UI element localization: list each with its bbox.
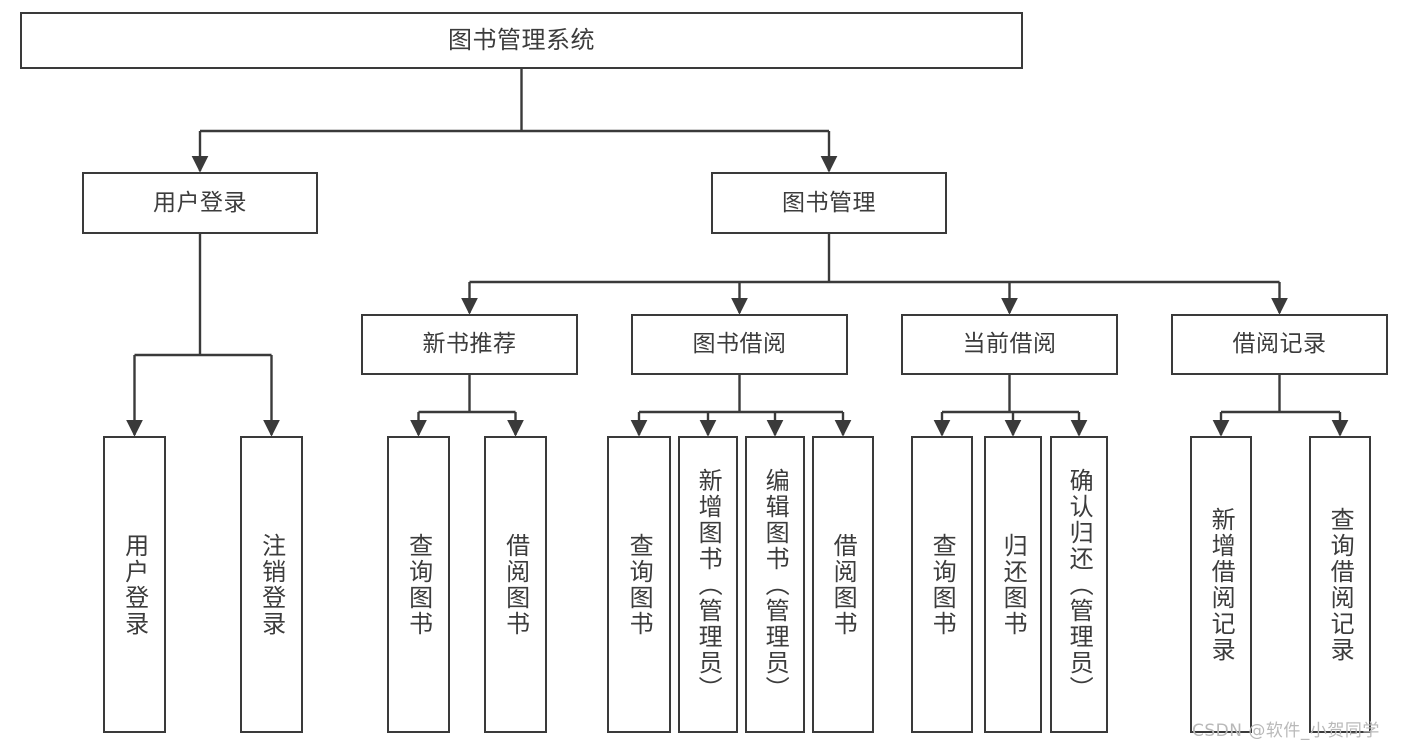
node-label: 借阅图书 — [829, 532, 858, 637]
node-leaf-add-record[interactable]: 新增借阅记录 — [1190, 436, 1252, 733]
node-book-borrow[interactable]: 图书借阅 — [631, 314, 848, 375]
node-leaf-confirm-return[interactable]: 确认归还（管理员） — [1050, 436, 1108, 733]
node-label: 查询图书 — [404, 532, 433, 637]
node-leaf-borrow-book-1[interactable]: 借阅图书 — [484, 436, 547, 733]
node-label: 用户登录 — [120, 532, 149, 637]
node-current-borrow[interactable]: 当前借阅 — [901, 314, 1118, 375]
node-new-book-recommend[interactable]: 新书推荐 — [361, 314, 578, 375]
node-user-login[interactable]: 用户登录 — [82, 172, 318, 234]
node-leaf-query-book-2[interactable]: 查询图书 — [607, 436, 671, 733]
node-leaf-edit-book[interactable]: 编辑图书（管理员） — [745, 436, 805, 733]
node-book-manage[interactable]: 图书管理 — [711, 172, 947, 234]
node-label: 查询图书 — [625, 532, 654, 637]
node-label: 确认归还（管理员） — [1065, 467, 1094, 702]
node-label: 查询借阅记录 — [1326, 506, 1355, 663]
node-label: 借阅记录 — [1232, 331, 1327, 358]
node-label: 新增图书（管理员） — [694, 467, 723, 702]
node-label: 新书推荐 — [422, 331, 517, 358]
node-leaf-borrow-book-2[interactable]: 借阅图书 — [812, 436, 874, 733]
node-leaf-query-book-1[interactable]: 查询图书 — [387, 436, 450, 733]
node-borrow-record[interactable]: 借阅记录 — [1171, 314, 1388, 375]
node-root[interactable]: 图书管理系统 — [20, 12, 1023, 69]
node-label: 新增借阅记录 — [1207, 506, 1236, 663]
node-leaf-add-book[interactable]: 新增图书（管理员） — [678, 436, 738, 733]
node-label: 图书管理系统 — [448, 25, 595, 54]
node-label: 注销登录 — [257, 532, 286, 637]
node-leaf-return-book[interactable]: 归还图书 — [984, 436, 1042, 733]
node-label: 编辑图书（管理员） — [761, 467, 790, 702]
node-leaf-query-record[interactable]: 查询借阅记录 — [1309, 436, 1371, 733]
node-label: 查询图书 — [928, 532, 957, 637]
node-label: 用户登录 — [153, 189, 247, 216]
node-leaf-logout[interactable]: 注销登录 — [240, 436, 303, 733]
node-leaf-query-book-3[interactable]: 查询图书 — [911, 436, 973, 733]
node-label: 借阅图书 — [501, 532, 530, 637]
node-label: 当前借阅 — [962, 331, 1057, 358]
csdn-watermark: CSDN @软件_小贺同学 — [1192, 721, 1380, 741]
node-label: 图书借阅 — [692, 331, 787, 358]
node-label: 图书管理 — [782, 189, 876, 216]
node-leaf-user-login[interactable]: 用户登录 — [103, 436, 166, 733]
node-label: 归还图书 — [999, 532, 1028, 637]
